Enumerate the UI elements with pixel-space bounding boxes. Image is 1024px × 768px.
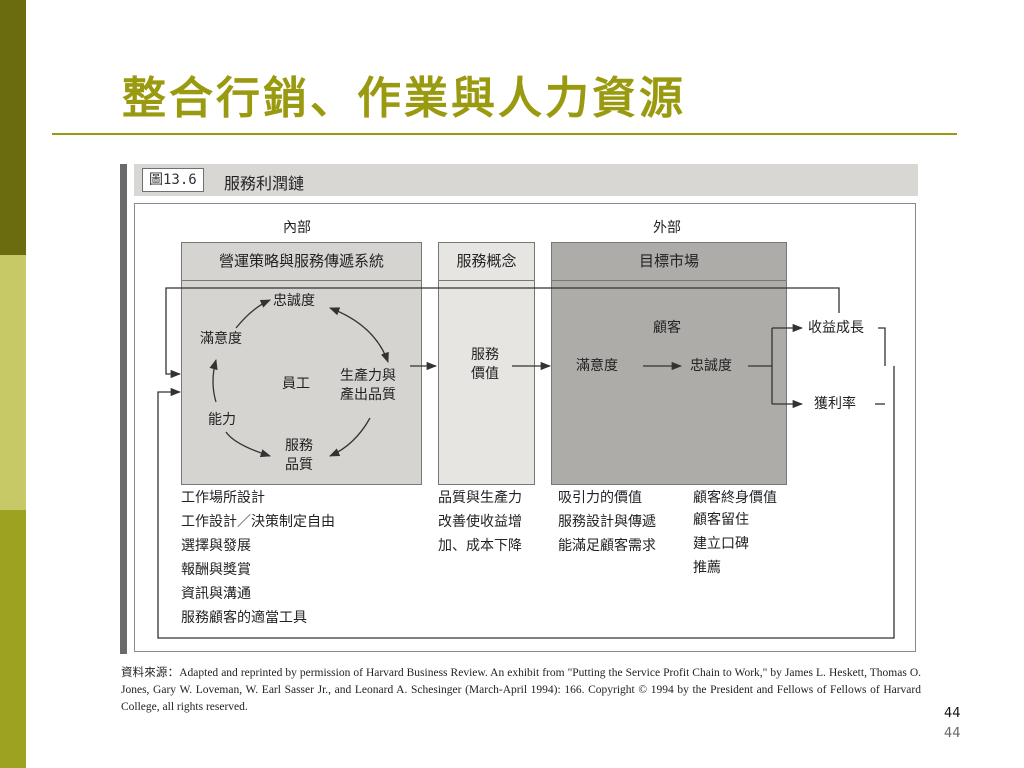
source-citation: 資料來源：Adapted and reprinted by permission… (121, 665, 921, 716)
source-text: Adapted and reprinted by permission of H… (121, 667, 922, 713)
list-item: 品質與生產力 (438, 490, 522, 506)
list-item: 工作場所設計 (181, 490, 265, 506)
figure-frame (134, 203, 916, 652)
list-item: 顧客終身價值 (693, 490, 777, 506)
market-label-loyalty: 忠誠度 (690, 358, 732, 374)
cycle-arrow-capability-satisfaction (209, 358, 218, 403)
sidebar-accent-middle (0, 255, 26, 510)
page-number: 44 (944, 706, 961, 721)
list-item: 工作設計／決策制定自由 (181, 514, 335, 530)
list-item: 報酬與獎賞 (181, 562, 251, 578)
section-label-internal: 內部 (283, 220, 311, 236)
figure-number: 圖13.6 (142, 168, 204, 192)
list-item: 資訊與溝通 (181, 586, 251, 602)
cycle-label-capability: 能力 (208, 412, 236, 428)
source-label: 資料來源： (121, 667, 180, 679)
box-operating-strategy-title: 營運策略與服務傳遞系統 (182, 243, 421, 281)
connector-loyalty-branch (748, 328, 773, 404)
market-label-customer: 顧客 (653, 320, 681, 336)
section-label-external: 外部 (653, 220, 681, 236)
concept-label-value-line2: 價值 (471, 366, 499, 382)
cycle-arrow-loyalty-productivity (329, 307, 389, 363)
list-item: 吸引力的價值 (558, 490, 642, 506)
slide-title: 整合行銷、作業與人力資源 (122, 73, 686, 124)
box-target-market-title: 目標市場 (552, 243, 786, 281)
market-label-satisfaction: 滿意度 (576, 358, 618, 374)
cycle-label-service-quality-line2: 品質 (285, 457, 313, 473)
outcome-profitability: 獲利率 (814, 396, 856, 412)
list-item: 加、成本下降 (438, 538, 522, 554)
page-number-repeat: 44 (944, 726, 961, 741)
sidebar-accent-bottom (0, 510, 26, 768)
cycle-label-productivity-line2: 產出品質 (340, 387, 396, 403)
box-operating-strategy: 營運策略與服務傳遞系統 (181, 242, 422, 485)
list-item: 能滿足顧客需求 (558, 538, 656, 554)
cycle-label-employee: 員工 (282, 376, 310, 392)
feedback-line-revenue (878, 327, 886, 366)
outcome-revenue-growth: 收益成長 (808, 320, 864, 336)
figure-title: 服務利潤鏈 (224, 174, 305, 193)
figure-header: 圖13.6 服務利潤鏈 (134, 164, 918, 196)
title-divider (52, 133, 957, 135)
cycle-arrow-satisfaction-loyalty (235, 299, 271, 329)
box-service-concept: 服務概念 (438, 242, 535, 485)
list-item: 推薦 (693, 560, 721, 576)
cycle-arrow-quality-capability (225, 431, 271, 458)
cycle-label-satisfaction: 滿意度 (200, 331, 242, 347)
box-service-concept-title: 服務概念 (439, 243, 534, 281)
sidebar-accent-top (0, 0, 26, 255)
list-item: 顧客留住 (693, 512, 749, 528)
feedback-loop-bottom (157, 366, 895, 639)
figure-left-bar (120, 164, 127, 654)
list-item: 建立口碑 (693, 536, 749, 552)
cycle-label-service-quality-line1: 服務 (285, 438, 313, 454)
cycle-label-productivity-line1: 生產力與 (340, 368, 396, 384)
list-item: 服務設計與傳遞 (558, 514, 656, 530)
box-target-market: 目標市場 (551, 242, 787, 485)
list-item: 選擇與發展 (181, 538, 251, 554)
cycle-label-loyalty: 忠誠度 (273, 293, 315, 309)
list-item: 改善使收益增 (438, 514, 522, 530)
feedback-loop-top (165, 287, 840, 379)
concept-label-value-line1: 服務 (471, 347, 499, 363)
cycle-arrow-productivity-quality (329, 417, 371, 457)
list-item: 服務顧客的適當工具 (181, 610, 307, 626)
